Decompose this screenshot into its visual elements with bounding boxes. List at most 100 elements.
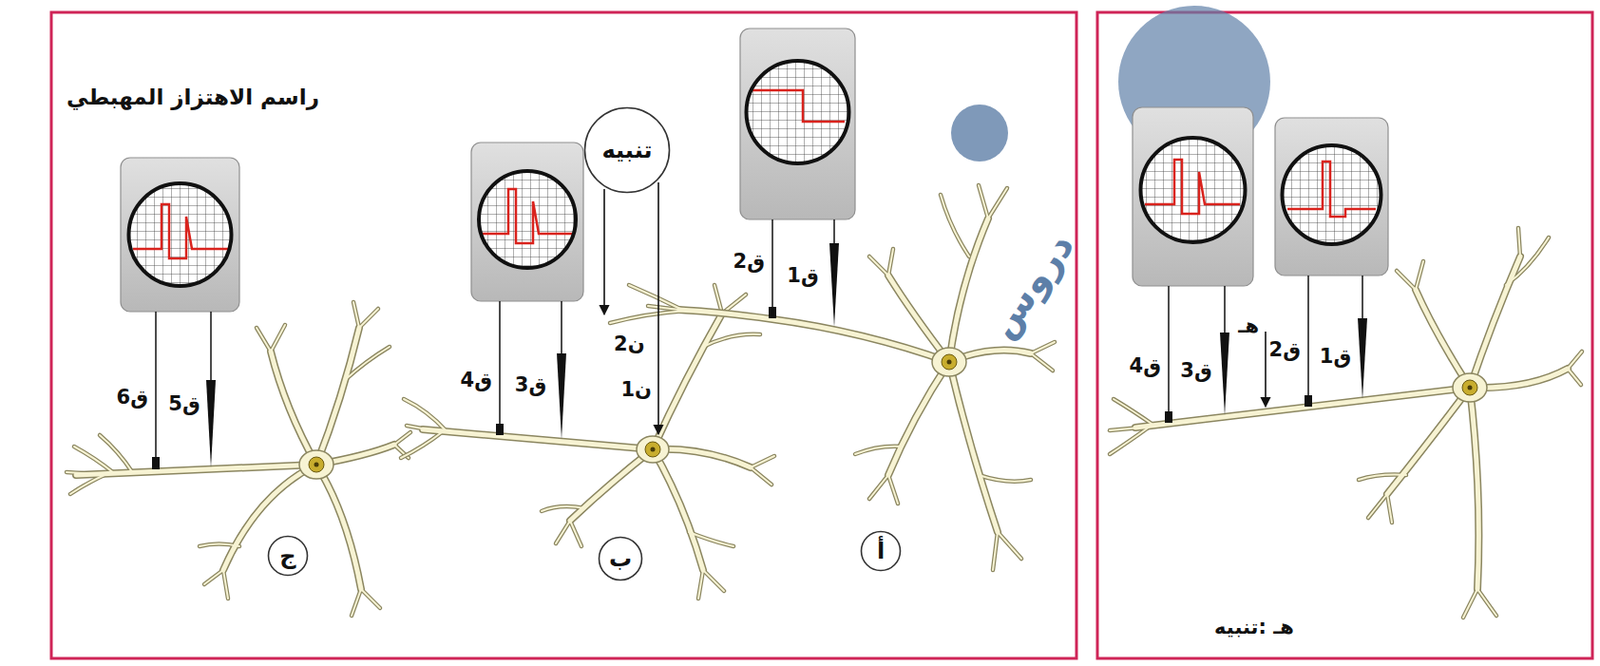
electrode-label: ق3 bbox=[514, 373, 547, 397]
circle-outline bbox=[585, 108, 670, 193]
neuron-soma bbox=[1462, 380, 1478, 396]
neuron bbox=[400, 285, 775, 599]
oscilloscope bbox=[750, 90, 845, 122]
electrode-label: ق4 bbox=[1129, 354, 1162, 378]
circle-label: ج bbox=[279, 542, 296, 571]
circle-text-block: تنبيه bbox=[602, 136, 653, 165]
stimulus-electrode bbox=[604, 182, 1266, 435]
watermark: دروس bbox=[979, 224, 1084, 346]
recording-electrode bbox=[833, 219, 836, 244]
oscilloscope bbox=[1282, 145, 1382, 245]
recording-electrode bbox=[1304, 395, 1313, 407]
circle-label: ب bbox=[609, 545, 632, 573]
oscilloscope bbox=[478, 171, 576, 268]
oscilloscope bbox=[1141, 137, 1246, 243]
circle-label: أ bbox=[876, 537, 885, 566]
electrode-label: ق1 bbox=[786, 264, 819, 287]
oscilloscope bbox=[1141, 137, 1246, 243]
oscilloscope bbox=[478, 171, 576, 268]
recording-electrode bbox=[556, 353, 567, 439]
electrode-label: ق3 bbox=[1180, 359, 1212, 382]
recording-electrode bbox=[1219, 332, 1230, 416]
oscilloscope bbox=[120, 28, 1389, 312]
stimulus-circle: تنبيه bbox=[583, 106, 671, 194]
neuron-soma bbox=[636, 436, 669, 463]
neuron-soma bbox=[1452, 373, 1487, 402]
oscilloscope bbox=[129, 183, 232, 286]
recording-electrode bbox=[1357, 318, 1368, 400]
stimulus-electrode bbox=[603, 189, 606, 315]
stimulus-note: هـ :تنبيه bbox=[1214, 615, 1295, 639]
neuron-soma bbox=[308, 457, 324, 473]
circle-text-block: أ bbox=[876, 537, 885, 566]
electrode-label: ق2 bbox=[733, 249, 765, 273]
recording-electrode bbox=[498, 301, 501, 424]
oscilloscope bbox=[1282, 145, 1382, 245]
oscilloscope bbox=[480, 189, 573, 244]
neuron bbox=[66, 302, 411, 616]
stimulus-electrode-label: ن1 bbox=[620, 378, 652, 401]
oscilloscope bbox=[746, 60, 850, 164]
neuron bbox=[679, 218, 1031, 533]
oscilloscope bbox=[1282, 145, 1382, 245]
neuron-soma bbox=[941, 354, 957, 370]
recording-electrode bbox=[152, 219, 1368, 470]
neuron-letter-circle: أ bbox=[859, 530, 902, 572]
circle-outline bbox=[268, 536, 308, 576]
recording-electrode bbox=[206, 380, 216, 468]
neuron bbox=[66, 302, 411, 616]
neuron bbox=[422, 313, 751, 571]
neuron-letter-circle: ج bbox=[266, 534, 309, 577]
oscilloscope bbox=[1141, 137, 1246, 243]
neuron-soma bbox=[1467, 385, 1473, 391]
neuron-soma bbox=[299, 450, 334, 479]
oscilloscope bbox=[133, 204, 229, 259]
oscilloscope bbox=[129, 183, 232, 286]
panel-frame bbox=[51, 12, 1593, 659]
electrode-label: ق4 bbox=[460, 368, 493, 392]
oscilloscope bbox=[120, 157, 240, 312]
electrode-label: ق1 bbox=[1319, 344, 1352, 368]
recording-electrode bbox=[154, 311, 157, 458]
stimulus-electrode bbox=[657, 182, 660, 435]
oscilloscope bbox=[1144, 159, 1240, 214]
panel-frame bbox=[1097, 12, 1593, 659]
oscilloscope bbox=[1287, 161, 1376, 217]
oscilloscope bbox=[746, 60, 850, 164]
oscilloscope bbox=[1275, 117, 1389, 276]
recording-electrode bbox=[1361, 275, 1364, 319]
recording-electrode bbox=[829, 243, 839, 327]
oscilloscope bbox=[1132, 107, 1254, 286]
circle-outline bbox=[599, 537, 643, 581]
neuron-soma bbox=[645, 441, 661, 458]
neuron bbox=[679, 218, 1031, 533]
neuron-soma bbox=[947, 360, 953, 365]
circle-text-block: ب bbox=[609, 545, 632, 573]
recording-electrode bbox=[152, 457, 160, 470]
oscilloscope-title: راسم الاهتزاز المهبطي bbox=[66, 84, 320, 110]
neuron bbox=[1135, 256, 1568, 590]
recording-electrode bbox=[1167, 285, 1170, 412]
oscilloscope bbox=[471, 142, 584, 302]
circle-text-block: ج bbox=[279, 542, 296, 571]
electrode-label: ق2 bbox=[1269, 338, 1301, 362]
logo-mark bbox=[951, 104, 1009, 162]
stimulus-electrode-label: ن2 bbox=[613, 332, 646, 356]
oscilloscope bbox=[746, 60, 850, 164]
recording-electrode bbox=[1164, 411, 1173, 423]
recording-electrode bbox=[560, 301, 563, 354]
recording-electrode bbox=[768, 306, 777, 319]
recording-electrode bbox=[1307, 275, 1310, 396]
neuron-soma bbox=[932, 347, 967, 377]
neuron bbox=[609, 185, 1055, 571]
stimulus-electrode bbox=[1264, 331, 1267, 407]
neuron bbox=[76, 327, 395, 590]
neuron-letter-circle: ب bbox=[597, 535, 644, 582]
neuron-soma bbox=[650, 447, 656, 453]
panel-frame bbox=[51, 12, 1077, 659]
electrode-label: ق5 bbox=[168, 392, 200, 416]
oscilloscope bbox=[129, 183, 232, 286]
neuron bbox=[400, 285, 775, 599]
recording-electrode bbox=[209, 311, 212, 381]
neuron bbox=[609, 185, 1055, 571]
